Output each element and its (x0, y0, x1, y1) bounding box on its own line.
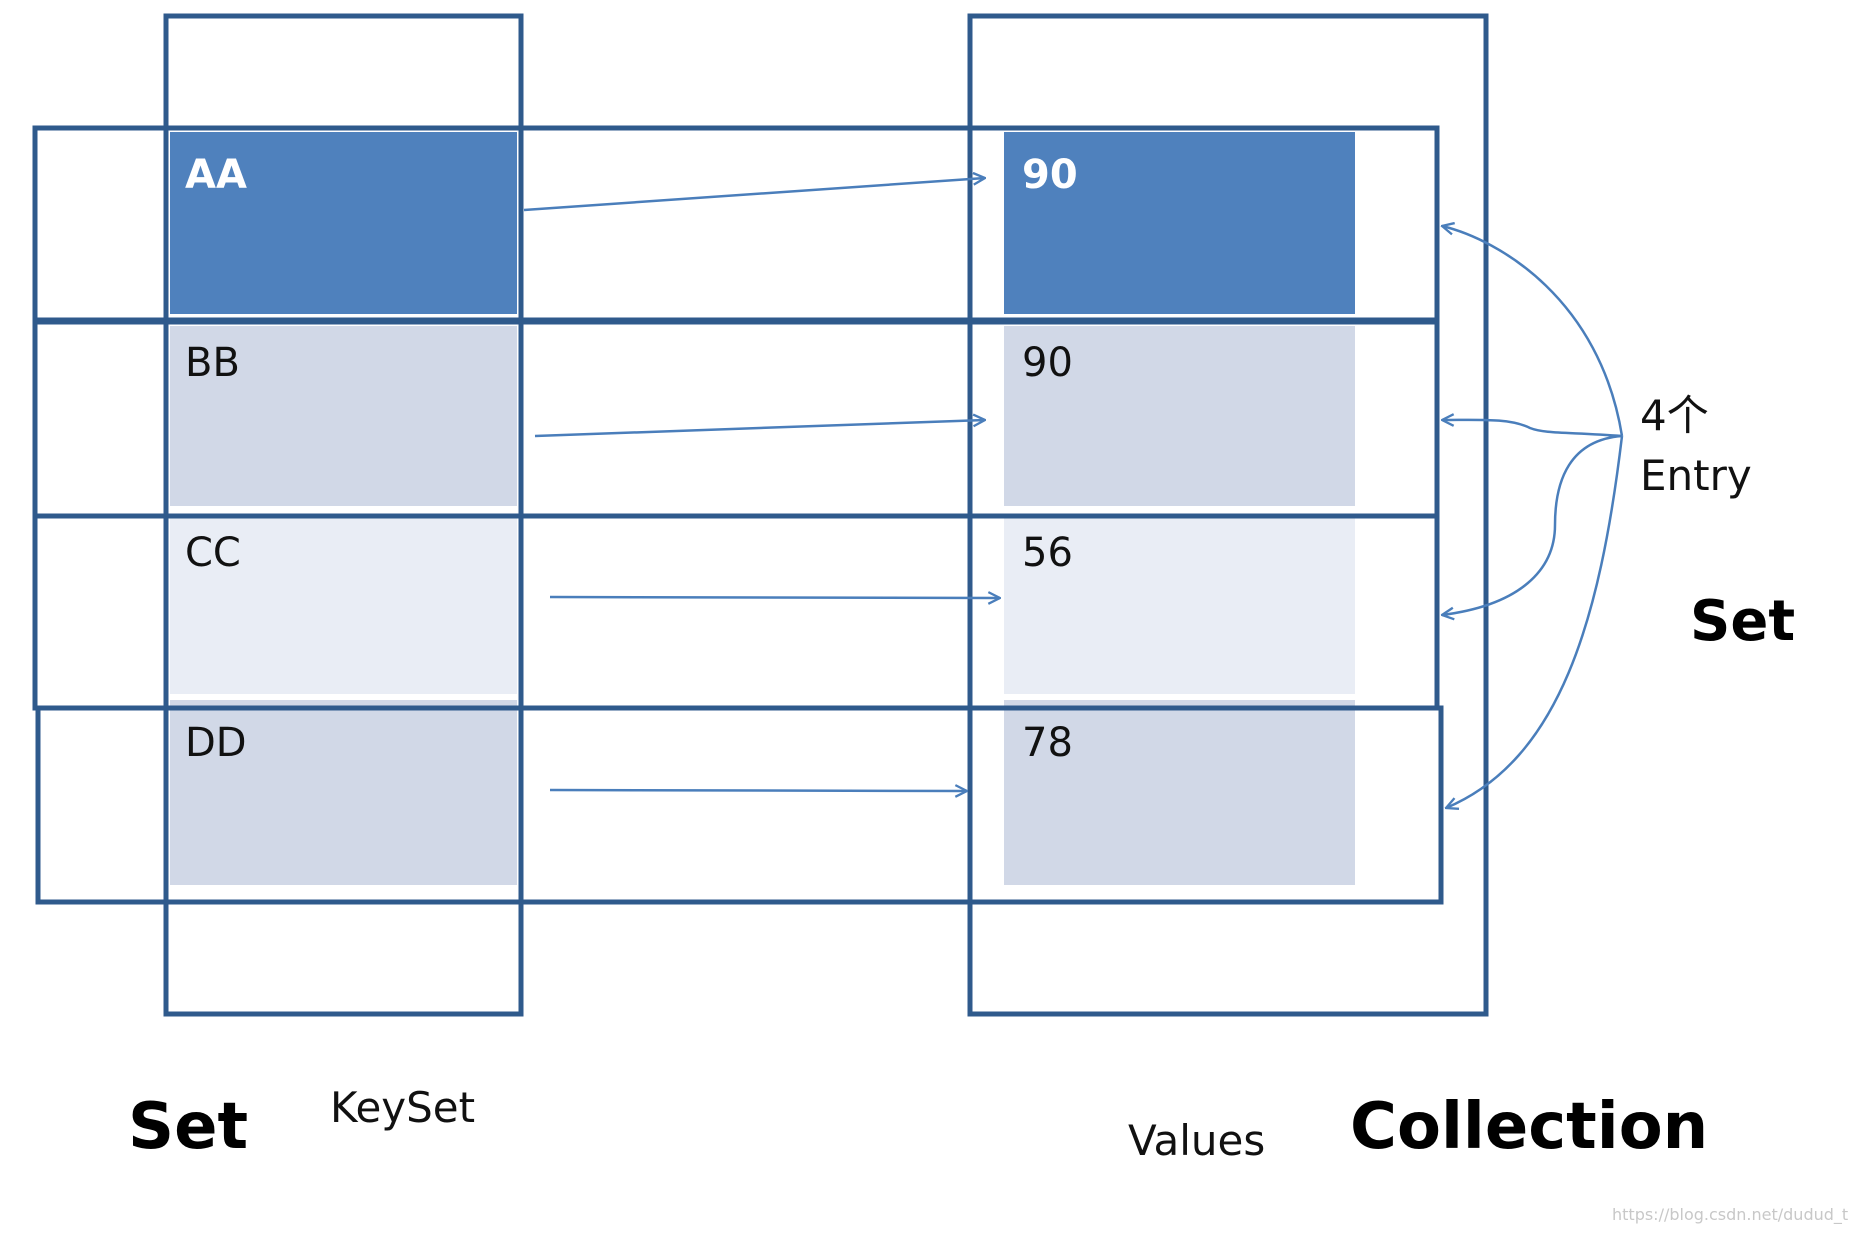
key-value-arrow-1 (523, 178, 985, 212)
entry-arrow-2 (1442, 420, 1623, 438)
key-label-1: AA (185, 152, 247, 198)
key-cell-1 (170, 132, 517, 314)
key-label-3: CC (185, 530, 241, 576)
entry-count-label: 4个 (1640, 391, 1709, 440)
keyset-label: KeySet (330, 1083, 475, 1132)
entry-set-label: Set (1690, 589, 1795, 654)
key-label-2: BB (185, 340, 240, 386)
watermark: https://blog.csdn.net/dudud_t (1612, 1205, 1848, 1225)
value-cell-3 (1004, 518, 1355, 694)
collection-label: Collection (1350, 1090, 1708, 1164)
cell-fills (170, 132, 1355, 885)
entry-row-frame-4 (35, 705, 1444, 905)
key-value-arrow-4 (549, 790, 967, 791)
value-label-1: 90 (1022, 152, 1078, 198)
entry-arrow-4 (1446, 435, 1624, 808)
key-value-arrow-2 (534, 420, 985, 438)
value-label-3: 56 (1022, 530, 1073, 576)
key-cell-3 (170, 518, 517, 694)
value-cell-1 (1004, 132, 1355, 314)
values-label: Values (1128, 1116, 1265, 1165)
key-value-arrow-3 (549, 597, 1000, 598)
key-cell-4 (170, 700, 517, 885)
value-label-2: 90 (1022, 340, 1073, 386)
value-label-4: 78 (1022, 720, 1073, 766)
entry-arrow-1 (1442, 226, 1624, 437)
value-cell-2 (1004, 326, 1355, 506)
value-cell-4 (1004, 700, 1355, 885)
entry-label: Entry (1640, 451, 1752, 500)
keyset-set-label: Set (128, 1090, 248, 1164)
key-cell-2 (170, 326, 517, 506)
entry-arrow-3 (1442, 434, 1623, 615)
key-label-4: DD (185, 720, 247, 766)
